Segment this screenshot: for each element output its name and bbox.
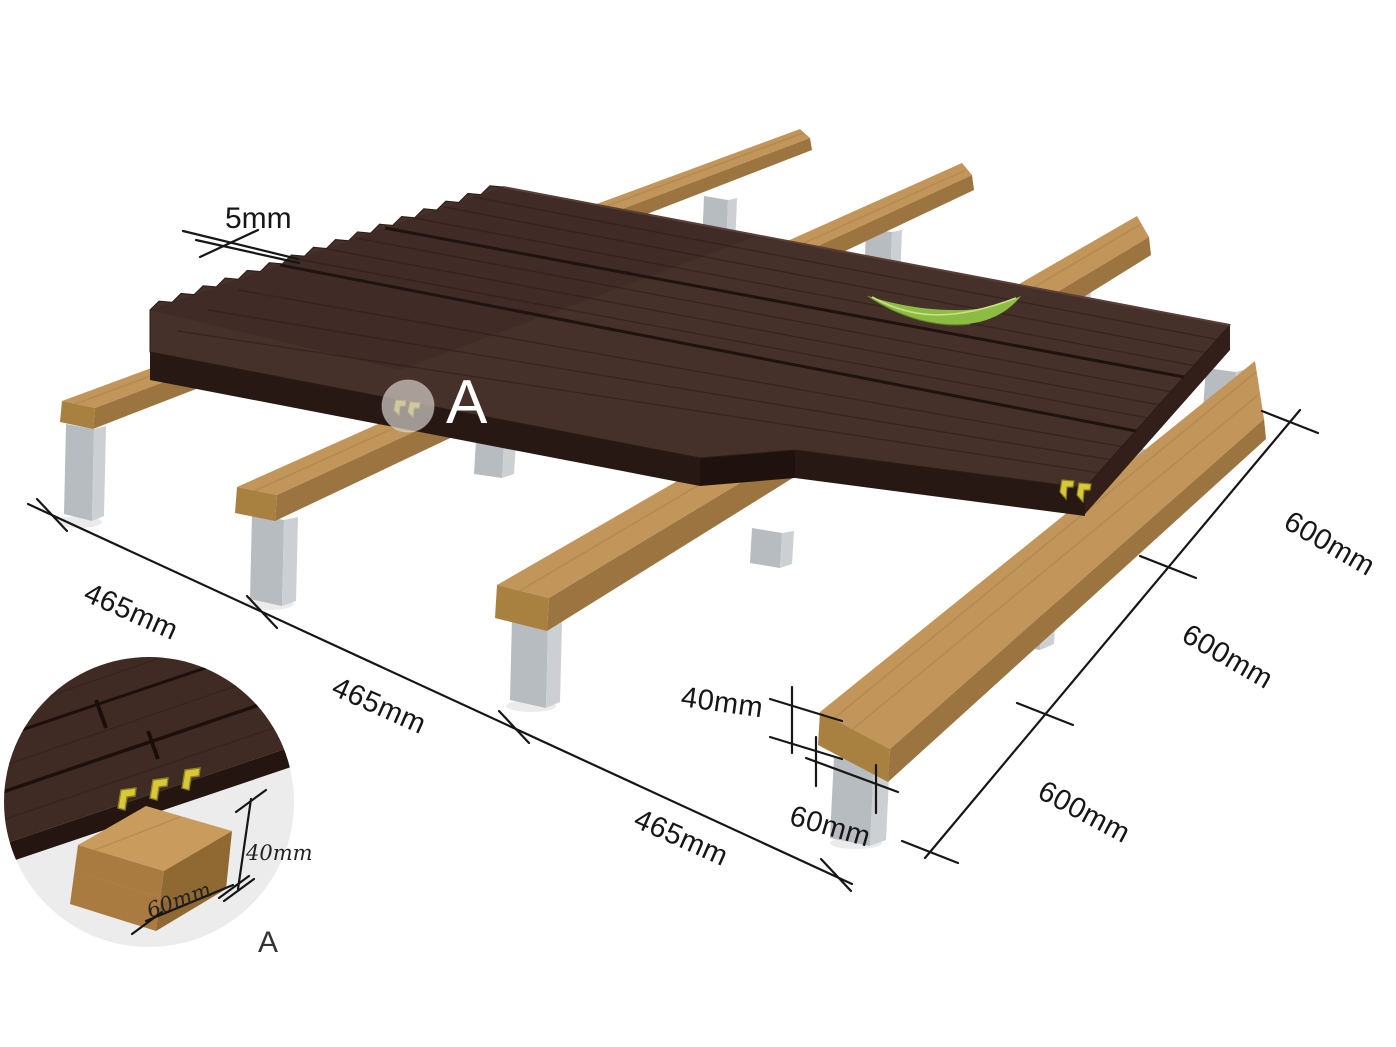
- post-spacing-label: 600mm: [1177, 618, 1279, 695]
- deck-right-end-face: [1085, 325, 1230, 514]
- detail-deck-front-face: [4, 744, 294, 872]
- detail-highlight: A: [381, 368, 488, 437]
- joist-height-label: 40mm: [679, 681, 765, 724]
- detail-joist-block: [70, 806, 232, 931]
- deck-step-face: [700, 450, 795, 486]
- dimension-5mm: 5mm: [181, 202, 301, 265]
- deck-panel: [149, 185, 1231, 516]
- post: [750, 528, 794, 568]
- detail-dimension-40mm: 40mm: [222, 788, 313, 903]
- dimension-40mm: 40mm: [679, 681, 844, 761]
- clip-fastener-icon: [1059, 479, 1092, 504]
- detail-view-a: 40mm 60mm A: [4, 657, 313, 959]
- highlight-circle-a: [381, 379, 435, 433]
- board-grooves: [177, 196, 1221, 474]
- joist-spacing-label: 465mm: [629, 803, 733, 873]
- post-spacing-label: 600mm: [1279, 505, 1381, 582]
- detail-height-label: 40mm: [245, 841, 313, 865]
- joist-spacing-label: 465mm: [79, 577, 183, 647]
- post: [474, 440, 516, 478]
- post: [506, 618, 562, 712]
- deck-shading: [150, 187, 760, 370]
- post-spacing-label: 600mm: [1033, 775, 1136, 850]
- deck-far-edge: [502, 186, 1231, 326]
- callout-a-label: A: [446, 368, 488, 437]
- deck-front-face: [795, 450, 1085, 516]
- leaf-icon: [867, 295, 1021, 326]
- board-seam: [384, 226, 1185, 379]
- post: [58, 424, 106, 528]
- joist: [818, 361, 1266, 782]
- post: [246, 514, 298, 610]
- board-seam: [279, 263, 1137, 433]
- gap-dimension-label: 5mm: [225, 202, 292, 235]
- detail-clip-fasteners: [117, 767, 201, 811]
- detail-caption: A: [258, 926, 278, 959]
